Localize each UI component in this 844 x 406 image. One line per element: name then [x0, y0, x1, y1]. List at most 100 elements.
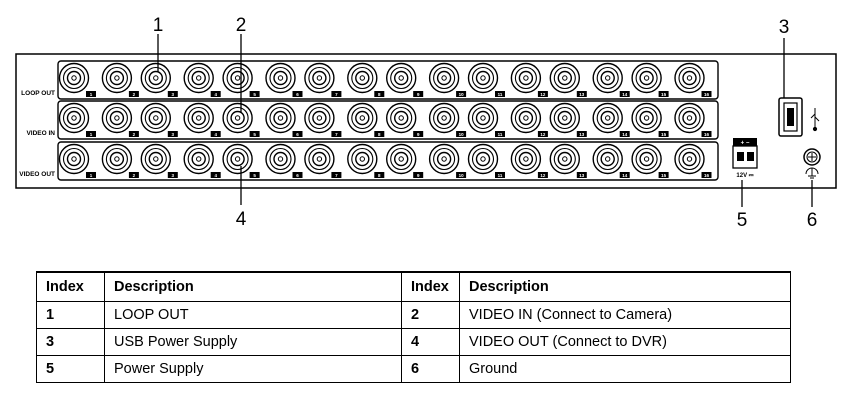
bnc-connector: 10 — [428, 102, 467, 137]
bnc-connector: 3 — [140, 102, 178, 137]
power-polarity-label: + − — [741, 141, 750, 147]
port-number: 3 — [172, 173, 175, 178]
row-label: VIDEO OUT — [19, 171, 55, 178]
port-number: 4 — [214, 132, 217, 137]
bnc-connector: 5 — [222, 102, 260, 137]
table-row: 5 Power Supply 6 Ground — [36, 355, 791, 383]
port-number-tag — [701, 91, 712, 97]
port-number-tag — [537, 91, 548, 97]
port-number: 15 — [661, 132, 667, 137]
port-number-tag — [249, 91, 260, 97]
bnc-connector: 2 — [101, 62, 139, 97]
bnc-connector: 12 — [510, 62, 548, 97]
power-terminal: + − 12V ⎓ — [732, 138, 758, 179]
bnc-connector: 4 — [183, 62, 221, 97]
port-number: 5 — [253, 92, 256, 97]
bnc-connector: 16 — [674, 102, 712, 137]
table-header-description: Description — [104, 271, 402, 302]
port-number: 7 — [335, 92, 338, 97]
table-cell-description: USB Power Supply — [104, 328, 402, 356]
port-number-tag — [619, 131, 630, 137]
port-number-tag — [576, 91, 587, 97]
port-number-tag — [495, 131, 505, 137]
port-number-tag — [128, 172, 139, 178]
table-cell-index: 5 — [36, 355, 105, 383]
bnc-connector: 2 — [101, 143, 139, 178]
port-number-tag — [456, 131, 467, 137]
bnc-connector: 12 — [510, 102, 548, 137]
usb-power-port — [778, 97, 803, 137]
bnc-connector: 16 — [674, 62, 712, 97]
bnc-connector: 13 — [549, 102, 587, 137]
port-number-tag — [495, 91, 505, 97]
port-number-tag — [249, 172, 260, 178]
bnc-connector: 10 — [428, 62, 467, 97]
port-number-tag — [576, 131, 587, 137]
port-number: 2 — [133, 173, 136, 178]
bnc-connector: 6 — [265, 143, 303, 178]
port-number-tag — [292, 131, 303, 137]
port-number-tag — [701, 131, 712, 137]
port-number-tag — [210, 131, 221, 137]
bnc-connector: 15 — [631, 102, 669, 137]
bnc-connector: 6 — [265, 102, 303, 137]
bnc-connector: 5 — [222, 143, 260, 178]
port-number: 2 — [133, 92, 136, 97]
port-number-tag — [374, 172, 385, 178]
port-number-tag — [701, 172, 712, 178]
callout-5: 5 — [737, 210, 748, 231]
port-number-tag — [576, 172, 587, 178]
bnc-connector: 11 — [467, 143, 505, 178]
row-label: VIDEO IN — [26, 130, 55, 137]
power-voltage-label: 12V ⎓ — [736, 173, 753, 179]
bnc-connector: 15 — [631, 62, 669, 97]
port-number-tag — [413, 91, 424, 97]
port-number: 9 — [417, 132, 420, 137]
port-number: 15 — [661, 173, 667, 178]
port-number: 14 — [622, 132, 628, 137]
table-header-index: Index — [36, 271, 105, 302]
port-number-tag — [86, 131, 96, 137]
bnc-connector: 4 — [183, 143, 221, 178]
bnc-connector: 14 — [592, 62, 630, 97]
port-number: 8 — [378, 173, 381, 178]
bnc-connector: 1 — [58, 143, 96, 178]
table-header-row: Index Description Index Description — [36, 271, 791, 302]
bnc-connector: 4 — [183, 102, 221, 137]
port-number-tag — [167, 131, 178, 137]
table-cell-index: 4 — [401, 328, 460, 356]
port-number: 11 — [498, 92, 503, 97]
ground-icon — [805, 167, 819, 179]
bnc-connector: 2 — [101, 102, 139, 137]
table-cell-index: 6 — [401, 355, 460, 383]
port-number-tag — [374, 131, 385, 137]
port-number-tag — [456, 172, 467, 178]
port-number-tag — [413, 131, 424, 137]
port-number: 3 — [172, 92, 175, 97]
port-number: 1 — [90, 132, 93, 137]
bnc-connector: 14 — [592, 143, 630, 178]
bnc-connector: 16 — [674, 143, 712, 178]
port-number-tag — [86, 172, 96, 178]
port-number-tag — [167, 172, 178, 178]
bnc-connector: 8 — [347, 143, 385, 178]
port-number-tag — [456, 91, 467, 97]
port-number-tag — [495, 172, 505, 178]
port-number: 14 — [622, 173, 628, 178]
port-number: 6 — [296, 92, 299, 97]
table-cell-description: Power Supply — [104, 355, 402, 383]
port-number-tag — [658, 131, 669, 137]
index-description-table: Index Description Index Description 1 LO… — [36, 271, 791, 383]
port-number: 3 — [172, 132, 175, 137]
bnc-connector: 3 — [140, 62, 178, 97]
callout-2: 2 — [236, 15, 247, 36]
table-cell-description: VIDEO IN (Connect to Camera) — [459, 301, 791, 329]
usb-icon — [810, 108, 820, 132]
port-number-tag — [658, 172, 669, 178]
port-number: 9 — [417, 173, 420, 178]
port-number: 7 — [335, 173, 338, 178]
bnc-connector: 10 — [428, 143, 467, 178]
port-number: 13 — [579, 132, 585, 137]
